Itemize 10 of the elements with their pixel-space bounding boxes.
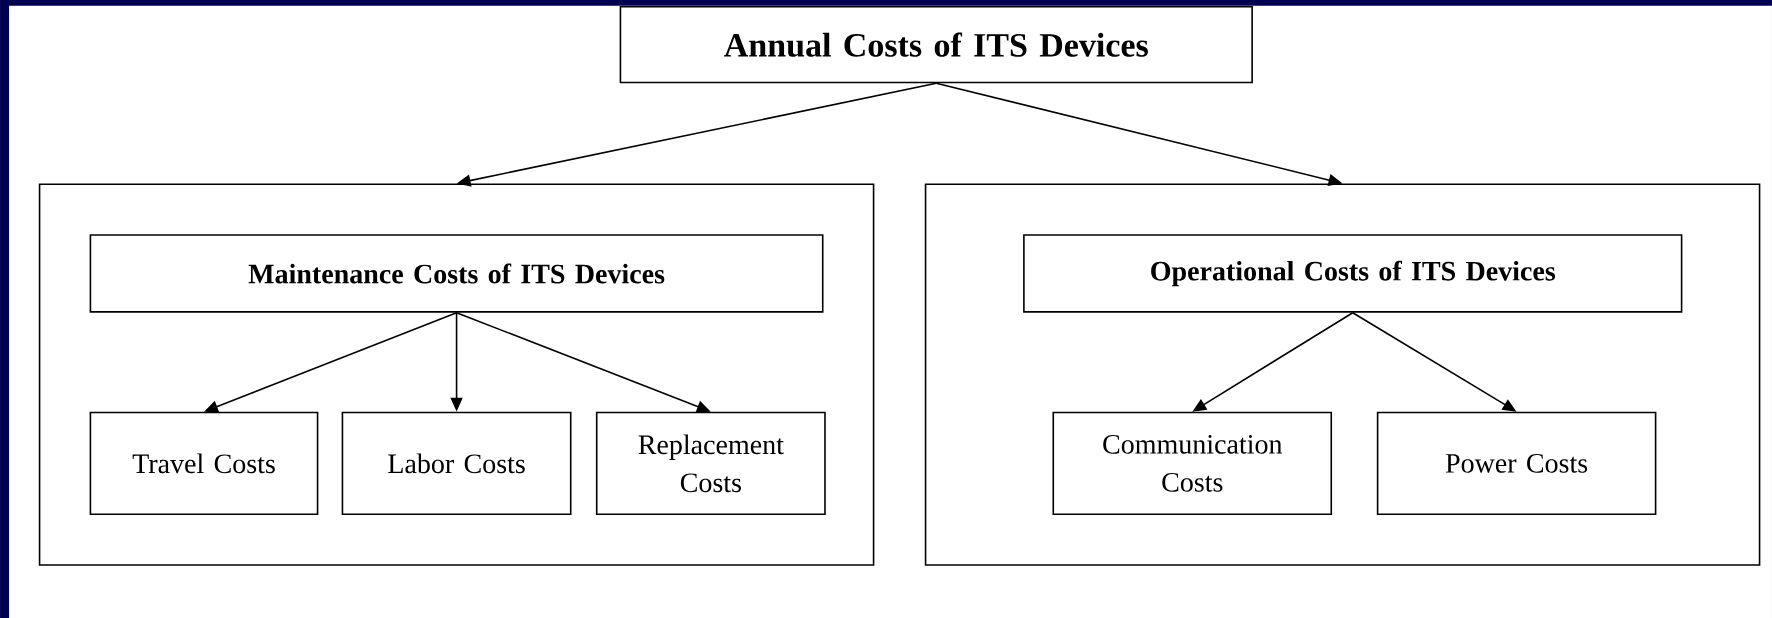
category-box: Operational Costs of ITS Devices [1023, 234, 1683, 313]
cost-box: Replacement Costs [595, 411, 826, 515]
category-box: Maintenance Costs of ITS Devices [89, 234, 824, 313]
title-box: Annual Costs of ITS Devices [619, 5, 1253, 84]
cost-box: Power Costs [1376, 411, 1657, 515]
group-box [38, 183, 875, 566]
cost-box: Communication Costs [1052, 411, 1333, 515]
cost-box: Travel Costs [89, 411, 319, 515]
group-box [924, 183, 1761, 566]
cost-box: Labor Costs [341, 411, 572, 515]
